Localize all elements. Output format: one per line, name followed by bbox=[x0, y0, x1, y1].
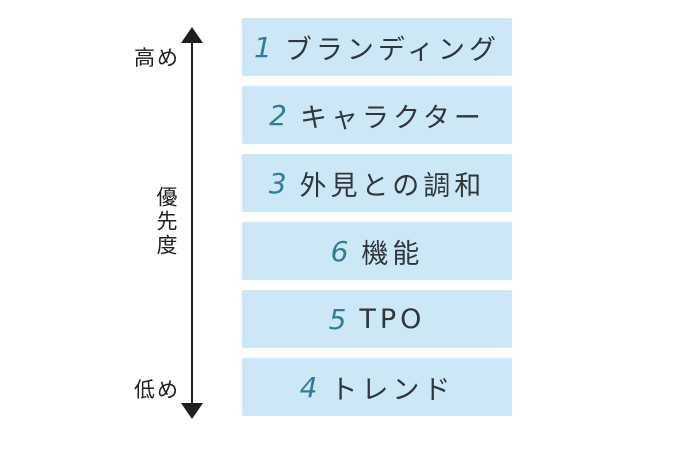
priority-item-branding: 1 ブランディング bbox=[242, 18, 512, 76]
priority-item-label: キャラクター bbox=[299, 102, 485, 134]
priority-item-label: 外見との調和 bbox=[299, 170, 486, 202]
axis-label-high: 高め bbox=[134, 46, 180, 70]
priority-item-number: 1 bbox=[254, 30, 272, 64]
priority-item-number: 2 bbox=[269, 98, 287, 132]
priority-item-label: TPO bbox=[359, 303, 426, 335]
priority-item-function: 6 機能 bbox=[242, 222, 512, 280]
arrow-down-icon bbox=[181, 403, 203, 419]
priority-item-number: 4 bbox=[299, 370, 318, 404]
arrow-up-icon bbox=[181, 27, 203, 43]
priority-item-tpo: 5 TPO bbox=[242, 290, 512, 348]
axis-label-priority: 優先度 bbox=[154, 186, 178, 258]
priority-item-trend: 4 トレンド bbox=[242, 358, 512, 416]
priority-item-harmony: 3 外見との調和 bbox=[242, 154, 512, 212]
priority-list: 1 ブランディング 2 キャラクター 3 外見との調和 6 機能 5 TPO 4… bbox=[242, 18, 512, 416]
priority-item-label: トレンド bbox=[330, 374, 455, 406]
priority-item-number: 3 bbox=[268, 166, 287, 200]
priority-item-character: 2 キャラクター bbox=[242, 86, 512, 144]
priority-item-label: 機能 bbox=[361, 238, 424, 270]
axis-label-low: 低め bbox=[134, 378, 180, 402]
priority-axis-line bbox=[191, 36, 193, 410]
priority-item-label: ブランディング bbox=[284, 34, 500, 66]
priority-item-number: 5 bbox=[328, 302, 347, 336]
priority-item-number: 6 bbox=[330, 234, 349, 268]
